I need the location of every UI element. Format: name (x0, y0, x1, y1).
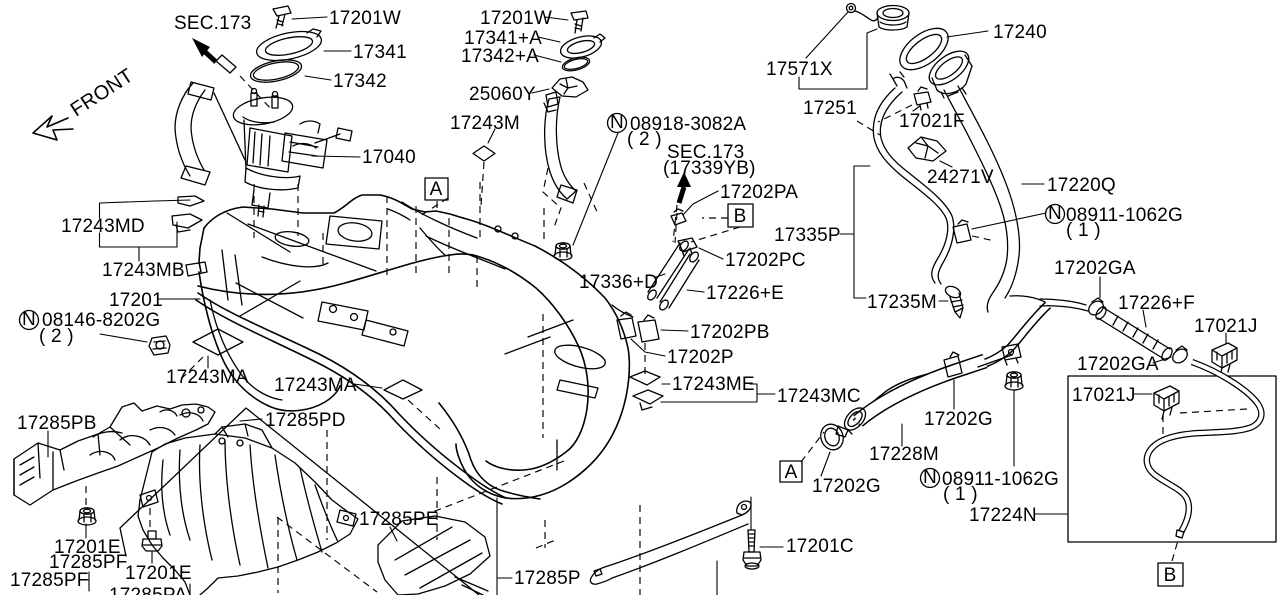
svg-text:(17339YB): (17339YB) (663, 158, 756, 179)
svg-text:( 2 ): ( 2 ) (627, 129, 662, 150)
svg-text:17235M: 17235M (867, 292, 937, 313)
svg-text:08911-1062G: 08911-1062G (942, 469, 1059, 490)
svg-text:17202GA: 17202GA (1054, 258, 1136, 279)
svg-text:17202PC: 17202PC (725, 250, 806, 271)
svg-text:17202PB: 17202PB (690, 322, 770, 343)
svg-text:N: N (22, 309, 36, 330)
svg-text:A: A (785, 462, 798, 483)
svg-text:17201W: 17201W (329, 8, 401, 29)
svg-text:17243ME: 17243ME (672, 374, 755, 395)
svg-text:08146-8202G: 08146-8202G (42, 310, 160, 331)
svg-text:17335P: 17335P (774, 225, 841, 246)
svg-text:( 1 ): ( 1 ) (943, 484, 978, 505)
svg-text:17202GA: 17202GA (1077, 354, 1159, 375)
svg-text:17342+A: 17342+A (461, 46, 539, 67)
svg-text:17341: 17341 (353, 42, 407, 63)
svg-text:SEC.173: SEC.173 (174, 13, 251, 34)
svg-text:17021J: 17021J (1194, 316, 1258, 337)
svg-text:17342: 17342 (333, 71, 387, 92)
svg-text:17201W: 17201W (480, 8, 552, 29)
svg-text:17341+A: 17341+A (464, 28, 542, 49)
svg-text:SEC.173: SEC.173 (667, 142, 744, 163)
svg-text:( 1 ): ( 1 ) (1066, 220, 1101, 241)
svg-text:17285PE: 17285PE (359, 509, 439, 530)
svg-text:17202PA: 17202PA (720, 182, 798, 203)
svg-text:A: A (430, 179, 443, 200)
svg-text:17021F: 17021F (899, 111, 965, 132)
svg-text:17243MD: 17243MD (61, 216, 145, 237)
svg-text:( 2 ): ( 2 ) (39, 326, 74, 347)
svg-text:17202G: 17202G (924, 409, 993, 430)
svg-text:17202G: 17202G (812, 476, 881, 497)
svg-text:B: B (1164, 565, 1177, 586)
svg-text:17201: 17201 (109, 290, 163, 311)
svg-text:17285PF: 17285PF (49, 552, 128, 573)
svg-text:08918-3082A: 08918-3082A (630, 114, 746, 135)
svg-text:17285PF: 17285PF (10, 570, 89, 591)
svg-text:17285PA: 17285PA (109, 585, 187, 595)
svg-text:17285PD: 17285PD (265, 410, 346, 431)
svg-text:17040: 17040 (362, 147, 416, 168)
svg-text:17243MA: 17243MA (166, 367, 249, 388)
svg-text:17336+D: 17336+D (579, 272, 658, 293)
svg-text:17201C: 17201C (786, 536, 854, 557)
svg-text:25060Y: 25060Y (469, 84, 536, 105)
svg-text:17220Q: 17220Q (1047, 175, 1116, 196)
svg-text:N: N (1048, 203, 1062, 224)
svg-text:17243M: 17243M (450, 113, 520, 134)
svg-text:17224N: 17224N (969, 505, 1037, 526)
svg-text:08911-1062G: 08911-1062G (1066, 205, 1183, 226)
svg-text:17243MA: 17243MA (274, 375, 357, 396)
svg-text:17285P: 17285P (514, 568, 581, 589)
svg-text:B: B (734, 206, 747, 227)
svg-text:24271V: 24271V (927, 167, 994, 188)
svg-text:17251: 17251 (803, 98, 857, 119)
svg-text:17240: 17240 (993, 22, 1047, 43)
svg-text:17571X: 17571X (766, 59, 833, 80)
svg-text:17226+F: 17226+F (1118, 293, 1195, 314)
svg-text:N: N (923, 467, 937, 488)
svg-text:17202P: 17202P (667, 347, 734, 368)
svg-text:17226+E: 17226+E (706, 283, 784, 304)
svg-text:17201E: 17201E (54, 537, 121, 558)
svg-text:17243MB: 17243MB (102, 260, 185, 281)
svg-text:17285PB: 17285PB (17, 413, 97, 434)
svg-text:17228M: 17228M (869, 444, 939, 465)
svg-text:17021J: 17021J (1072, 385, 1136, 406)
svg-text:17201E: 17201E (125, 563, 192, 584)
svg-text:17243MC: 17243MC (777, 386, 861, 407)
svg-text:N: N (610, 112, 624, 133)
